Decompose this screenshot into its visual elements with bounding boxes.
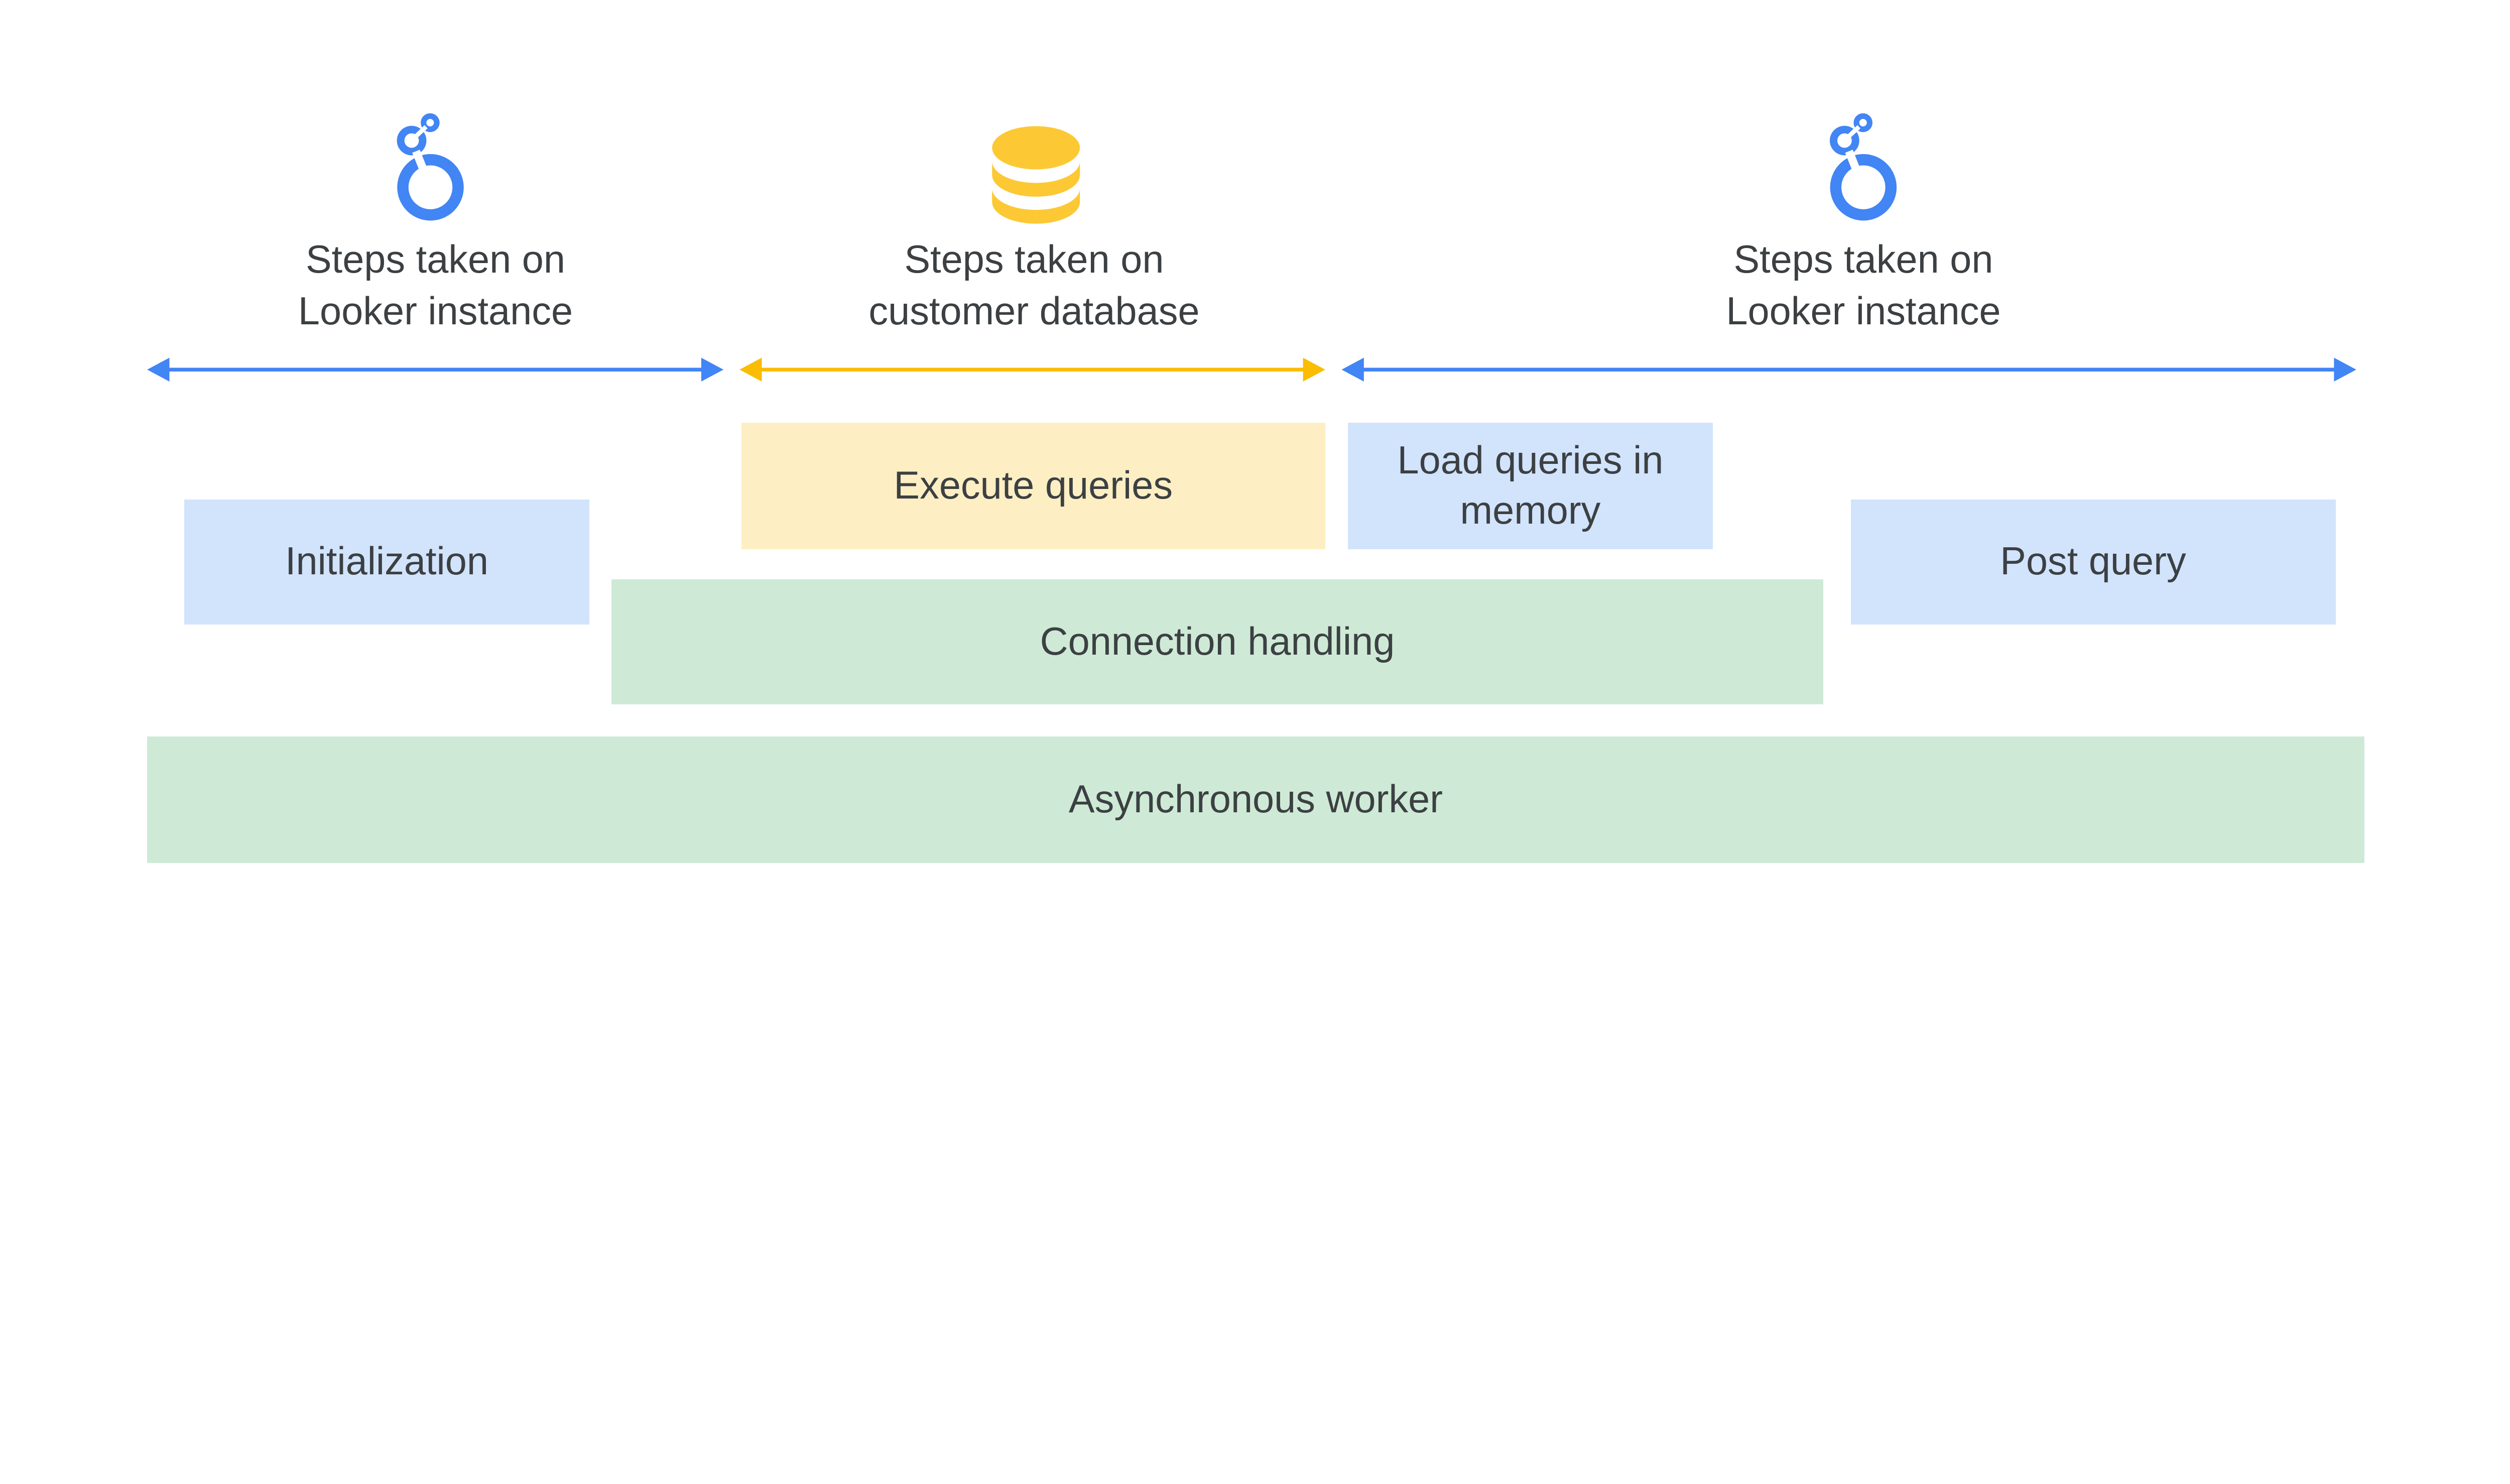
connection-handling-box: Connection handling xyxy=(611,579,1823,704)
box-label: Post query xyxy=(2000,540,2186,583)
header-line2: Looker instance xyxy=(1726,289,2001,333)
execute-queries-box: Execute queries xyxy=(741,422,1325,549)
post-query-box: Post query xyxy=(1850,500,2336,625)
diagram-wrapper: Steps taken on Looker instance Steps tak… xyxy=(0,0,2510,928)
database-icon xyxy=(992,126,1080,224)
arrow-looker-right xyxy=(1341,357,2356,382)
box-label: Load queries in memory xyxy=(1397,438,1664,532)
diagram-canvas: Steps taken on Looker instance Steps tak… xyxy=(147,0,2364,863)
header-database: Steps taken on customer database xyxy=(815,234,1254,337)
header-line1: Steps taken on xyxy=(1733,237,1993,281)
arrow-database xyxy=(739,357,1325,382)
initialization-box: Initialization xyxy=(184,500,589,625)
header-looker-left: Steps taken on Looker instance xyxy=(216,234,655,337)
load-queries-box: Load queries in memory xyxy=(1348,422,1713,549)
header-line2: customer database xyxy=(868,289,1200,333)
header-line1: Steps taken on xyxy=(904,237,1164,281)
box-label: Execute queries xyxy=(894,463,1173,507)
header-looker-right: Steps taken on Looker instance xyxy=(1644,234,2083,337)
icons-and-arrows xyxy=(147,0,2356,382)
box-label: Initialization xyxy=(285,540,488,583)
arrow-looker-left xyxy=(147,357,724,382)
box-label: Asynchronous worker xyxy=(1068,777,1443,821)
header-line1: Steps taken on xyxy=(305,237,566,281)
asynchronous-worker-box: Asynchronous worker xyxy=(147,736,2364,863)
box-label: Connection handling xyxy=(1040,620,1395,663)
looker-icon-right xyxy=(1834,116,1891,215)
header-line2: Looker instance xyxy=(298,289,573,333)
looker-icon-left xyxy=(401,116,458,215)
